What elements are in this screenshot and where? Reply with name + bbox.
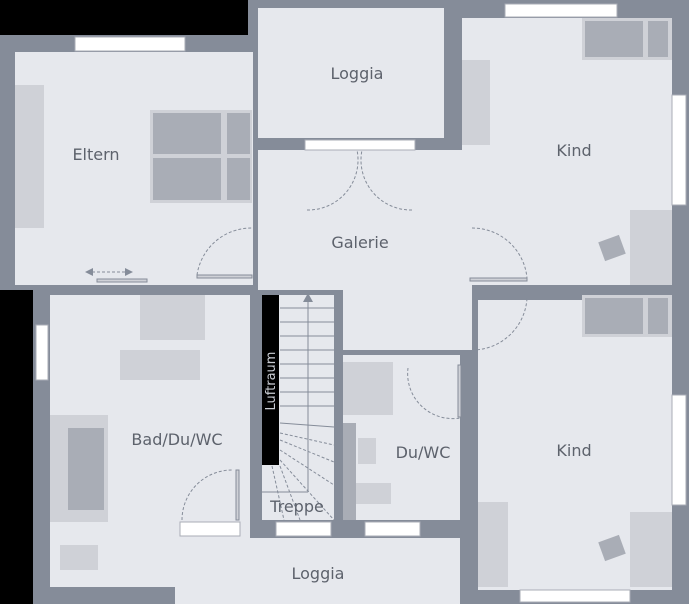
bed-kind-top <box>585 21 643 57</box>
room-loggia-top <box>258 8 444 138</box>
label-bad: Bad/Du/WC <box>131 430 222 449</box>
sliding-door-arrow-icon <box>85 268 133 276</box>
label-treppe: Treppe <box>269 497 324 516</box>
toilet-bad <box>60 545 98 570</box>
label-galerie: Galerie <box>331 233 388 252</box>
wardrobe-eltern <box>15 85 44 228</box>
wardrobe-kind-bottom <box>478 502 508 587</box>
desk-kind-top <box>630 210 672 285</box>
furniture <box>15 18 672 587</box>
label-kind-top: Kind <box>556 141 591 160</box>
sink-bad <box>120 350 200 380</box>
room-galerie <box>258 150 472 290</box>
wardrobe-kind-top <box>462 60 490 145</box>
label-loggia-top: Loggia <box>331 64 384 83</box>
label-loggia-bottom: Loggia <box>292 564 345 583</box>
door-leaves <box>96 274 528 521</box>
desk-kind-bottom <box>630 512 672 587</box>
sink-du-wc <box>358 438 376 464</box>
windows <box>35 3 687 603</box>
room-loggia-bottom <box>175 538 460 604</box>
shower-du-wc <box>343 362 393 415</box>
label-eltern: Eltern <box>72 145 119 164</box>
label-du-wc: Du/WC <box>396 443 451 462</box>
stairs <box>262 298 335 521</box>
shower-bad <box>140 295 205 340</box>
bed-eltern <box>153 113 221 154</box>
label-kind-bottom: Kind <box>556 441 591 460</box>
toilet-du-wc <box>356 483 391 504</box>
stair-arrow-icon <box>303 293 313 302</box>
label-luftraum: Luftraum <box>264 352 279 411</box>
bed-kind-bottom <box>585 298 643 334</box>
floors <box>15 8 672 604</box>
luftraum-void <box>262 295 279 465</box>
door-swings <box>181 149 528 521</box>
